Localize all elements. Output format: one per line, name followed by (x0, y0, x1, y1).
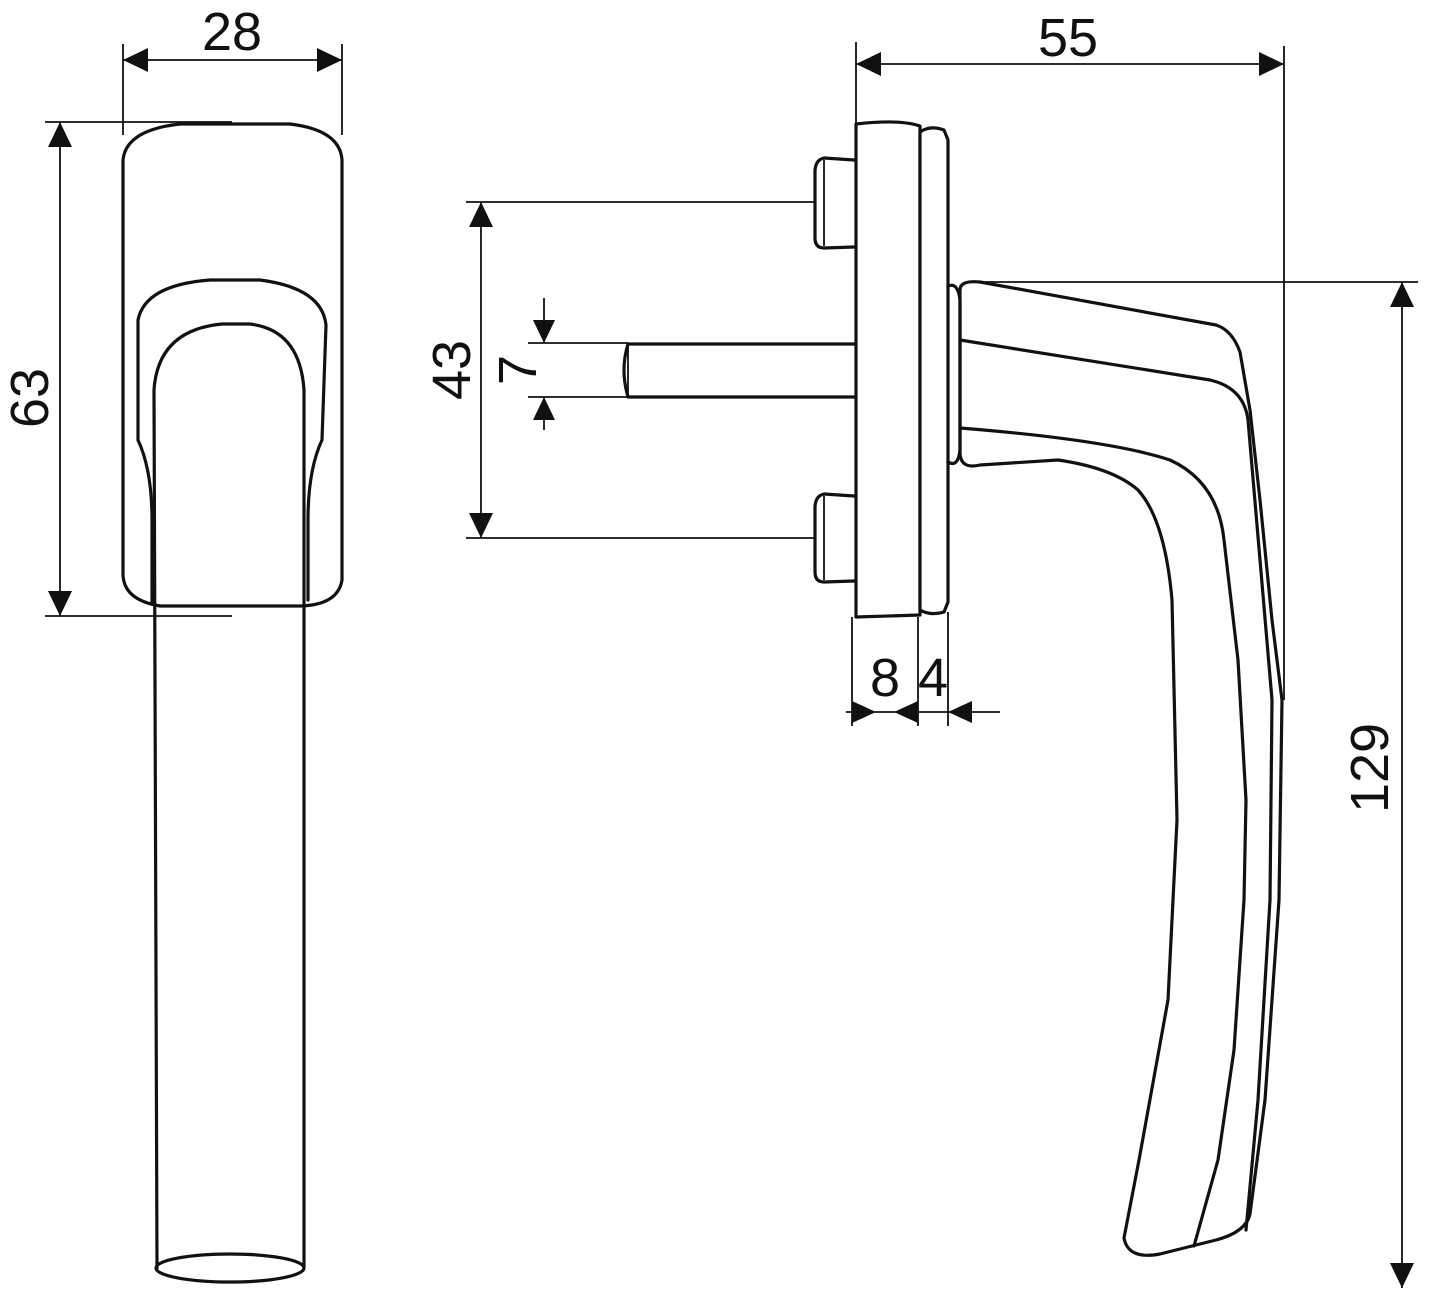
arrow-8-right (894, 701, 918, 723)
dim-label-front-height: 63 (0, 368, 60, 428)
front-view (45, 44, 344, 1284)
dim-label-front-width: 28 (202, 2, 262, 62)
arrow-7-bottom (533, 397, 555, 420)
arrow-28-left (123, 48, 148, 72)
arrow-129-top (1390, 282, 1414, 307)
spindle (622, 342, 856, 399)
base-plate (854, 120, 922, 619)
dim-label-screw-spacing: 43 (422, 340, 482, 400)
handle-ridge-inner (958, 426, 1248, 1248)
arrow-129-bottom (1390, 1263, 1414, 1288)
front-handle-end (154, 1252, 306, 1284)
arrow-63-bottom (48, 591, 72, 616)
dim-label-cover-thickness: 4 (918, 648, 948, 708)
arrow-8-left (852, 701, 876, 723)
arrow-7-top (533, 320, 555, 343)
side-view (466, 42, 1418, 1257)
screw-head-top (813, 156, 856, 250)
handle-neck (946, 283, 962, 466)
dim-label-spindle-size: 7 (488, 355, 548, 385)
screw-head-bottom (813, 492, 856, 584)
dim-label-total-height: 129 (1340, 723, 1400, 813)
arrow-4-right (948, 701, 972, 723)
arrow-43-bottom (469, 513, 493, 538)
front-rose-inner-left (136, 438, 154, 606)
dim-label-side-width: 55 (1038, 8, 1098, 68)
handle-outer-top (958, 280, 1284, 1257)
dimension-lines (48, 48, 1414, 1288)
arrow-63-top (48, 122, 72, 147)
front-handle-outline (152, 322, 306, 1270)
arrow-28-right (317, 48, 342, 72)
handle-ridge-line (958, 338, 1274, 1232)
arrow-55-right (1259, 52, 1284, 76)
front-rose-inner-outline (136, 278, 328, 602)
arrow-55-left (856, 52, 881, 76)
dim-label-rose-thickness: 8 (870, 648, 900, 708)
front-rose-outline (121, 122, 344, 608)
cover-plate (918, 126, 950, 616)
arrow-43-top (469, 202, 493, 227)
